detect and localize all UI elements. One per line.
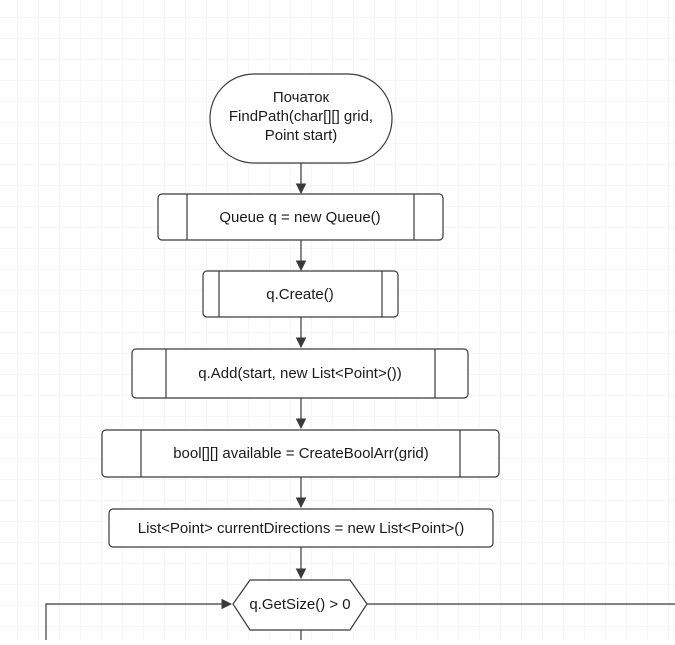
process-queue-create: q.Create() [202,270,399,318]
connector-loop-back [45,598,233,640]
process-queue-create-shape [202,270,399,318]
start-label-line3: Point start) [265,127,338,144]
process-queue-add: q.Add(start, new List<Point>()) [131,348,469,399]
process-queue-decl: Queue q = new Queue() [157,193,444,241]
loop-condition-label: q.GetSize() > 0 [249,596,350,613]
process-available-arr-shape [101,429,500,478]
process-queue-decl-label: Queue q = new Queue() [219,209,380,226]
start-terminator: Початок FindPath(char[][] grid, Point st… [209,73,393,164]
process-queue-add-label: q.Add(start, new List<Point>()) [198,365,401,382]
process-available-arr-label: bool[][] available = CreateBoolArr(grid) [173,445,429,462]
process-current-dirs: List<Point> currentDirections = new List… [108,508,494,548]
process-queue-add-shape [131,348,469,399]
process-current-dirs-label: List<Point> currentDirections = new List… [138,520,464,537]
loop-condition-shape [232,579,368,631]
process-available-arr: bool[][] available = CreateBoolArr(grid) [101,429,500,478]
start-shape [209,73,393,164]
start-label-line2: FindPath(char[][] grid, [229,108,373,125]
connectors [45,163,675,640]
process-queue-decl-shape [157,193,444,241]
loop-condition: q.GetSize() > 0 [232,579,368,631]
process-current-dirs-shape [108,508,494,548]
process-queue-create-label: q.Create() [266,286,334,303]
start-label-line1: Початок [273,89,330,106]
